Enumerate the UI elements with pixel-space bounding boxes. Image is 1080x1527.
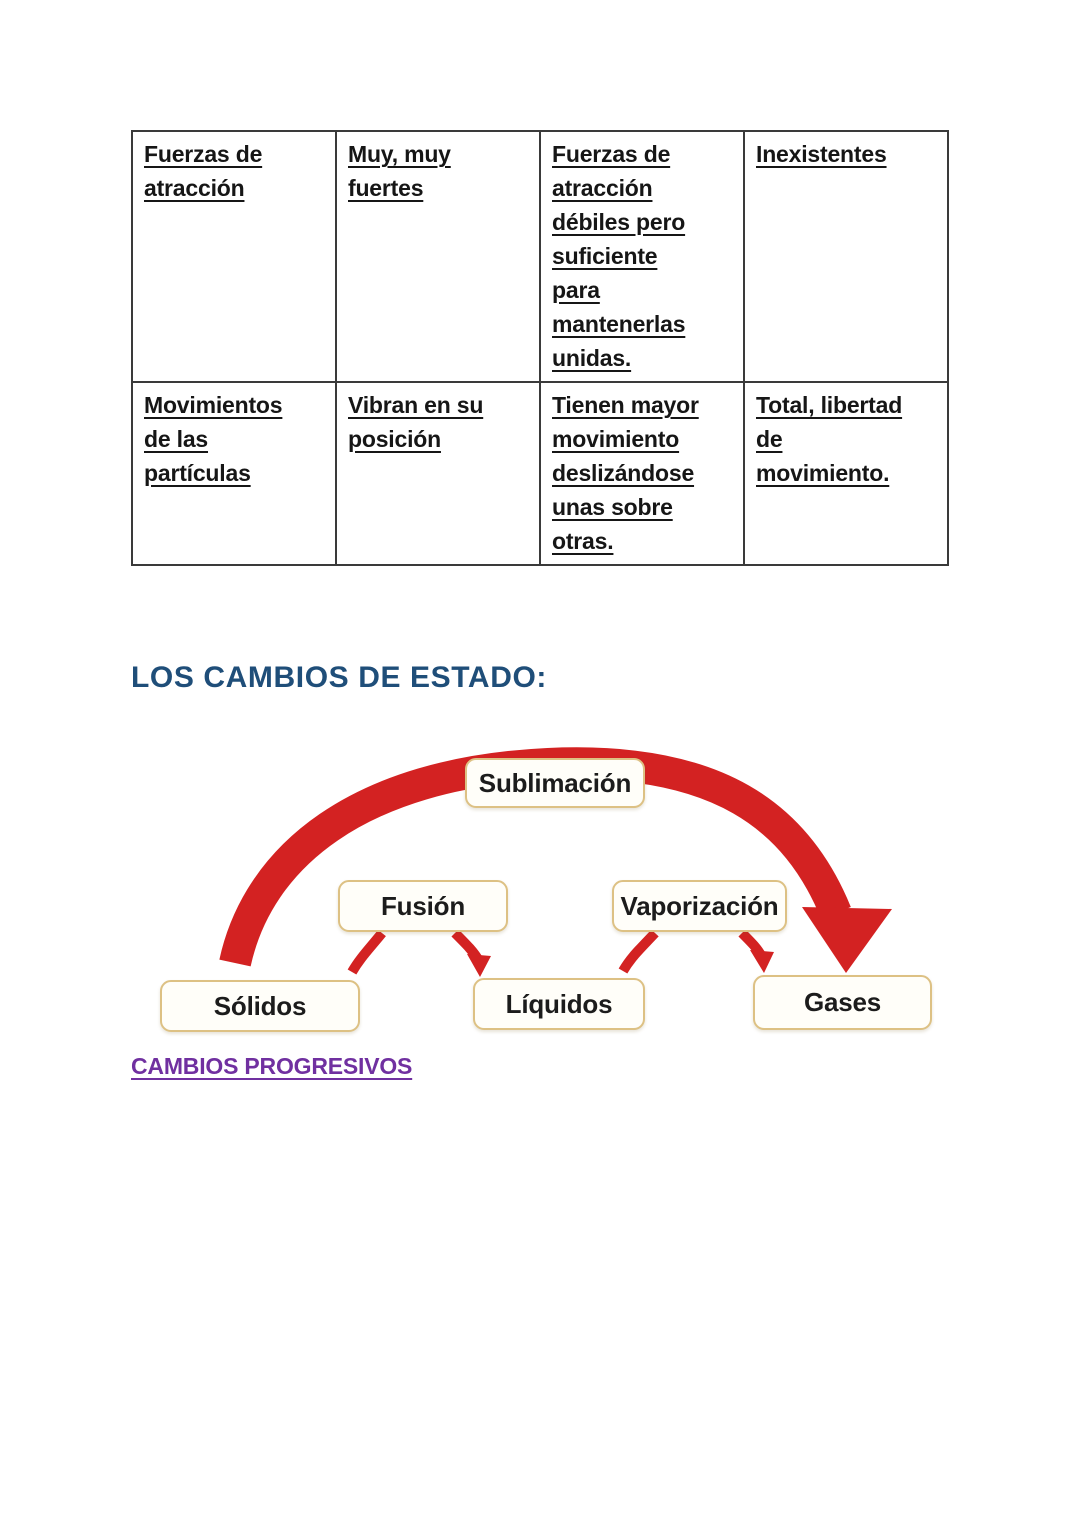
table-row: Fuerzas de atracción Muy, muy fuertes Fu… — [131, 130, 949, 383]
table-cell: Inexistentes — [743, 130, 949, 383]
diagram-box-fusion: Fusión — [338, 880, 508, 932]
table-cell: Vibran en su posición — [335, 381, 541, 566]
diagram-box-gases: Gases — [753, 975, 932, 1030]
diagram-box-vaporizacion: Vaporización — [612, 880, 787, 932]
table-cell: Total, libertad de movimiento. — [743, 381, 949, 566]
cambios-progresivos-link[interactable]: CAMBIOS PROGRESIVOS — [131, 1053, 413, 1079]
table-cell: Fuerzas de atracción débiles pero sufici… — [539, 130, 745, 383]
diagram-box-liquidos: Líquidos — [473, 978, 645, 1030]
diagram-box-solidos: Sólidos — [160, 980, 360, 1032]
table-row: Movimientos de las partículas Vibran en … — [131, 381, 949, 566]
table-cell: Fuerzas de atracción — [131, 130, 337, 383]
states-of-matter-table: Fuerzas de atracción Muy, muy fuertes Fu… — [131, 130, 949, 566]
fusion-arrow — [347, 929, 491, 977]
table-cell: Movimientos de las partículas — [131, 381, 337, 566]
diagram-box-sublimacion: Sublimación — [465, 758, 645, 808]
vaporization-arrow — [618, 929, 774, 974]
table-cell: Muy, muy fuertes — [335, 130, 541, 383]
table-cell: Tienen mayor movimiento deslizándose una… — [539, 381, 745, 566]
page-title: LOS CAMBIOS DE ESTADO: — [131, 661, 547, 694]
state-changes-diagram: Sublimación Fusión Vaporización Sólidos … — [130, 745, 950, 1045]
